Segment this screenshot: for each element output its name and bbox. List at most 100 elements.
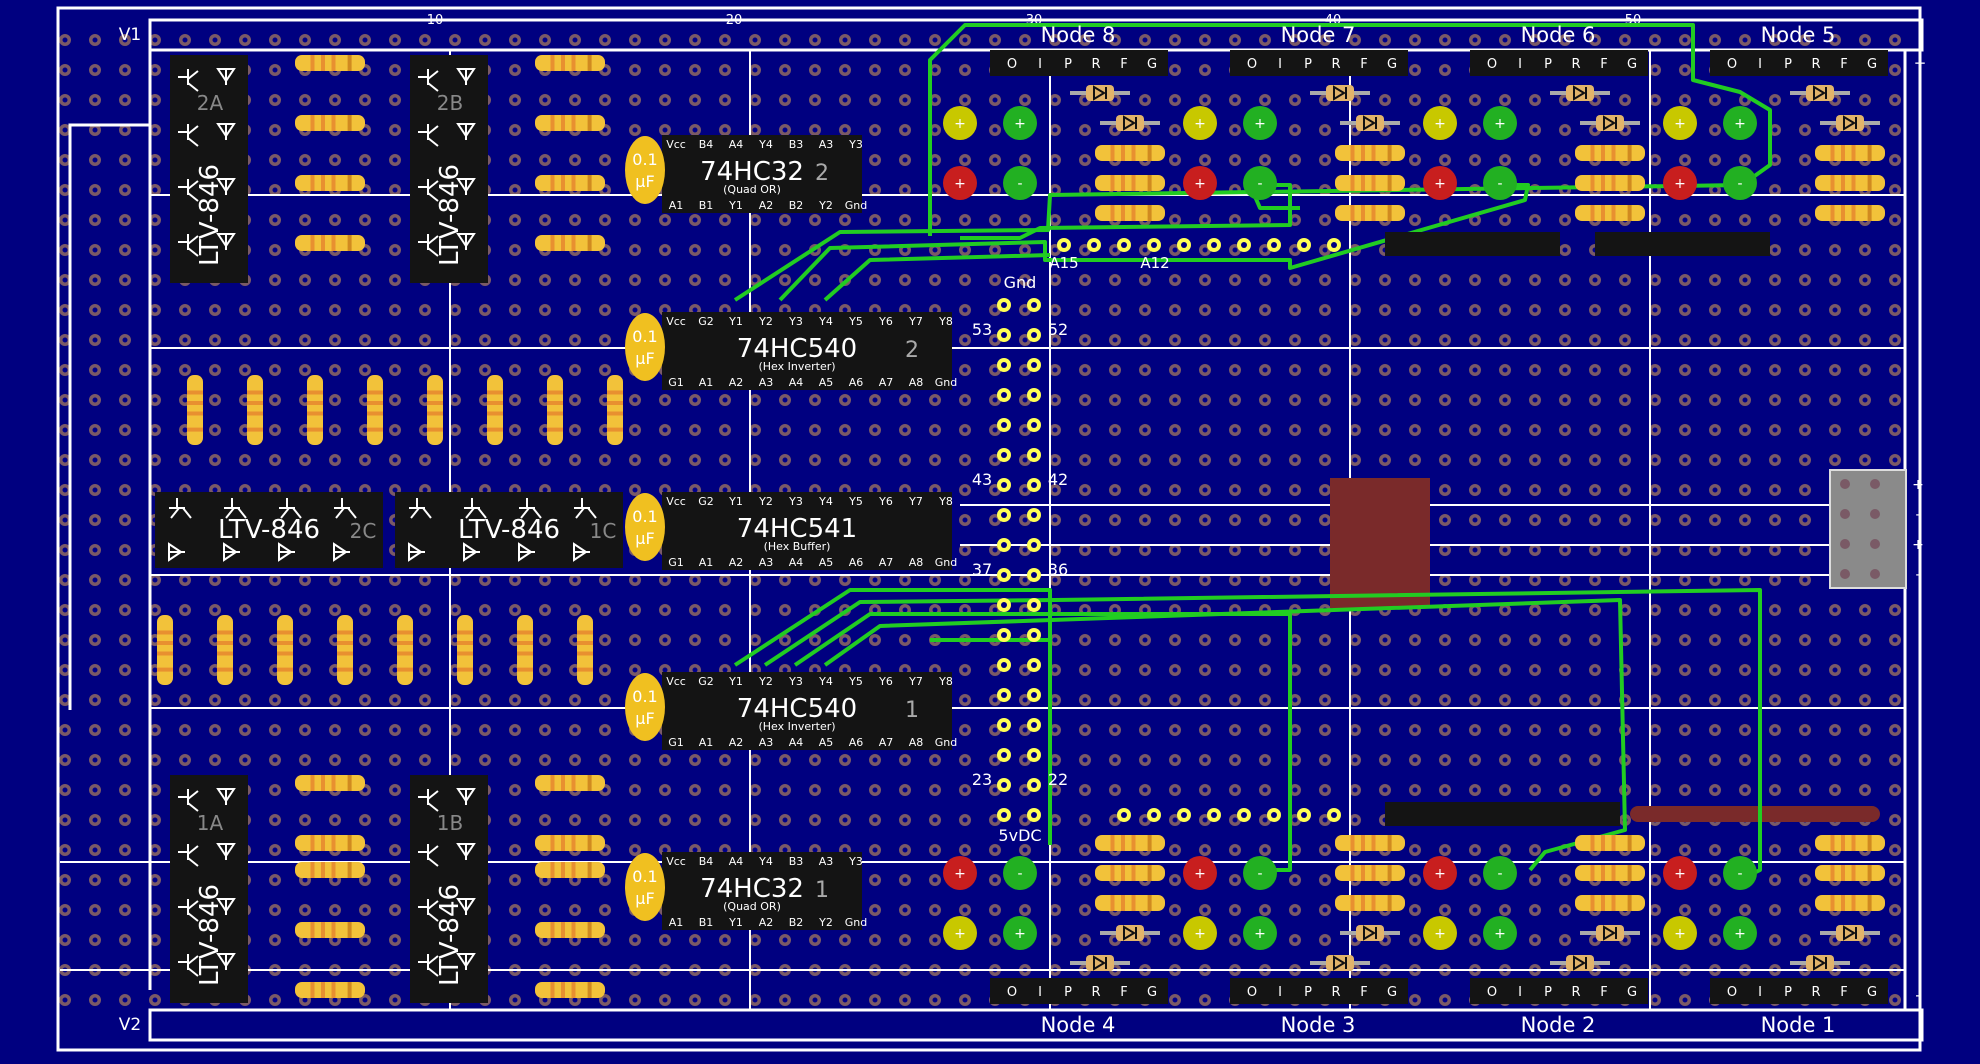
led-sign: + bbox=[1674, 926, 1686, 942]
resistor bbox=[535, 115, 605, 131]
ic-pin-label: B3 bbox=[789, 138, 804, 151]
connector-label: + bbox=[1912, 537, 1924, 553]
header-pad-hole bbox=[1181, 812, 1187, 818]
resistor bbox=[307, 375, 323, 445]
resistor bbox=[1095, 895, 1165, 911]
node-label: Node 4 bbox=[1041, 1013, 1116, 1037]
header-pad-hole bbox=[1331, 242, 1337, 248]
opto-part: LTV-846 bbox=[435, 884, 465, 986]
diode bbox=[1070, 85, 1130, 101]
resistor bbox=[295, 862, 365, 878]
ic-pin-label: Vcc bbox=[666, 495, 686, 508]
resistor bbox=[295, 775, 365, 791]
header-pin-label: 37 bbox=[972, 560, 992, 579]
node-pin-label: P bbox=[1064, 57, 1072, 72]
node-pin-label: R bbox=[1331, 57, 1340, 72]
ic-pin-label: A1 bbox=[669, 199, 684, 212]
ic-pin-label: Y2 bbox=[758, 315, 773, 328]
green-trace bbox=[778, 183, 1530, 302]
header-pad-hole bbox=[1151, 242, 1157, 248]
resistor bbox=[1815, 205, 1885, 221]
ic-pin-label: A3 bbox=[819, 138, 834, 151]
led: + bbox=[1483, 106, 1517, 140]
led: + bbox=[943, 856, 977, 890]
ic-pin-label: A3 bbox=[759, 556, 774, 569]
board-outline bbox=[56, 6, 1922, 1052]
node-pin-label: R bbox=[1571, 57, 1580, 72]
node-pin-label: I bbox=[1518, 985, 1522, 1000]
opto-part: LTV-846 bbox=[195, 164, 225, 266]
diode bbox=[1550, 85, 1610, 101]
ic-pin-label: Y3 bbox=[788, 495, 803, 508]
node-pin-label: I bbox=[1758, 985, 1762, 1000]
resistor bbox=[535, 235, 605, 251]
diode bbox=[1070, 955, 1130, 971]
header-pin-label: 42 bbox=[1048, 470, 1068, 489]
ic-pin-label: Y1 bbox=[728, 495, 743, 508]
ic-pin-label: A1 bbox=[699, 376, 714, 389]
ic-pin-label: Y6 bbox=[878, 675, 893, 688]
resistor bbox=[295, 175, 365, 191]
node-pin-label: G bbox=[1387, 985, 1397, 1000]
header-pad-hole bbox=[1001, 782, 1007, 788]
ic-pin-label: A4 bbox=[789, 376, 804, 389]
resistor bbox=[295, 235, 365, 251]
node-pin-label: G bbox=[1867, 57, 1877, 72]
addr-label: A15 bbox=[1049, 254, 1078, 272]
header-pad-hole bbox=[1301, 812, 1307, 818]
ic-number: 2 bbox=[815, 161, 829, 186]
ic-pin-label: A8 bbox=[909, 556, 924, 569]
ic-number: 2 bbox=[905, 338, 919, 363]
node-pin-label: F bbox=[1120, 57, 1127, 72]
header-pad-hole bbox=[1031, 722, 1037, 728]
capacitor: 0.1µF bbox=[625, 853, 665, 921]
header-pad-hole bbox=[1031, 572, 1037, 578]
led: + bbox=[1423, 916, 1457, 950]
opto-id: 1B bbox=[437, 811, 463, 835]
led: + bbox=[1183, 856, 1217, 890]
header-pin-label: 52 bbox=[1048, 320, 1068, 339]
diode bbox=[1340, 115, 1400, 131]
resistor bbox=[535, 835, 605, 851]
optocoupler: 1B LTV-846 bbox=[410, 775, 488, 1003]
rail-label-v2: V2 bbox=[119, 1015, 141, 1035]
ic-pin-label: Y6 bbox=[878, 315, 893, 328]
resistor bbox=[277, 615, 293, 685]
resistor bbox=[1575, 175, 1645, 191]
led-sign: + bbox=[1674, 866, 1686, 882]
led: + bbox=[1723, 106, 1757, 140]
green-trace bbox=[733, 23, 1772, 302]
capacitor: 0.1µF bbox=[625, 493, 665, 561]
led-sign: + bbox=[1674, 176, 1686, 192]
rail-label-v1: V1 bbox=[119, 25, 141, 45]
led-sign: + bbox=[1734, 116, 1746, 132]
ic-pin-label: A3 bbox=[759, 736, 774, 749]
resistor bbox=[457, 615, 473, 685]
opto-part: LTV-846 bbox=[218, 515, 320, 545]
capacitor-value: 0.1 bbox=[632, 867, 657, 886]
ic-pin-label: A3 bbox=[759, 376, 774, 389]
connector-pin bbox=[1840, 539, 1850, 549]
node-pin-label: F bbox=[1600, 57, 1607, 72]
ic-pin-label: A1 bbox=[699, 736, 714, 749]
header-pin-label: 43 bbox=[972, 470, 992, 489]
ic-pin-label: Y3 bbox=[788, 315, 803, 328]
ic-pin-label: Gnd bbox=[935, 556, 957, 569]
ic-pin-label: B1 bbox=[699, 199, 714, 212]
led-sign: + bbox=[1434, 866, 1446, 882]
connector-strip bbox=[1385, 802, 1620, 826]
led: + bbox=[1003, 106, 1037, 140]
connector-label: + bbox=[1912, 477, 1924, 493]
node-pin-label: P bbox=[1784, 985, 1792, 1000]
ic-pin-label: A7 bbox=[879, 376, 894, 389]
capacitor: 0.1µF bbox=[625, 136, 665, 204]
header-pad-hole bbox=[1001, 572, 1007, 578]
led-sign: + bbox=[1254, 926, 1266, 942]
resistor bbox=[1575, 895, 1645, 911]
ic-pin-label: A6 bbox=[849, 556, 864, 569]
header-pad-hole bbox=[1031, 812, 1037, 818]
node-pin-label: F bbox=[1840, 985, 1847, 1000]
led-sign: + bbox=[1434, 176, 1446, 192]
